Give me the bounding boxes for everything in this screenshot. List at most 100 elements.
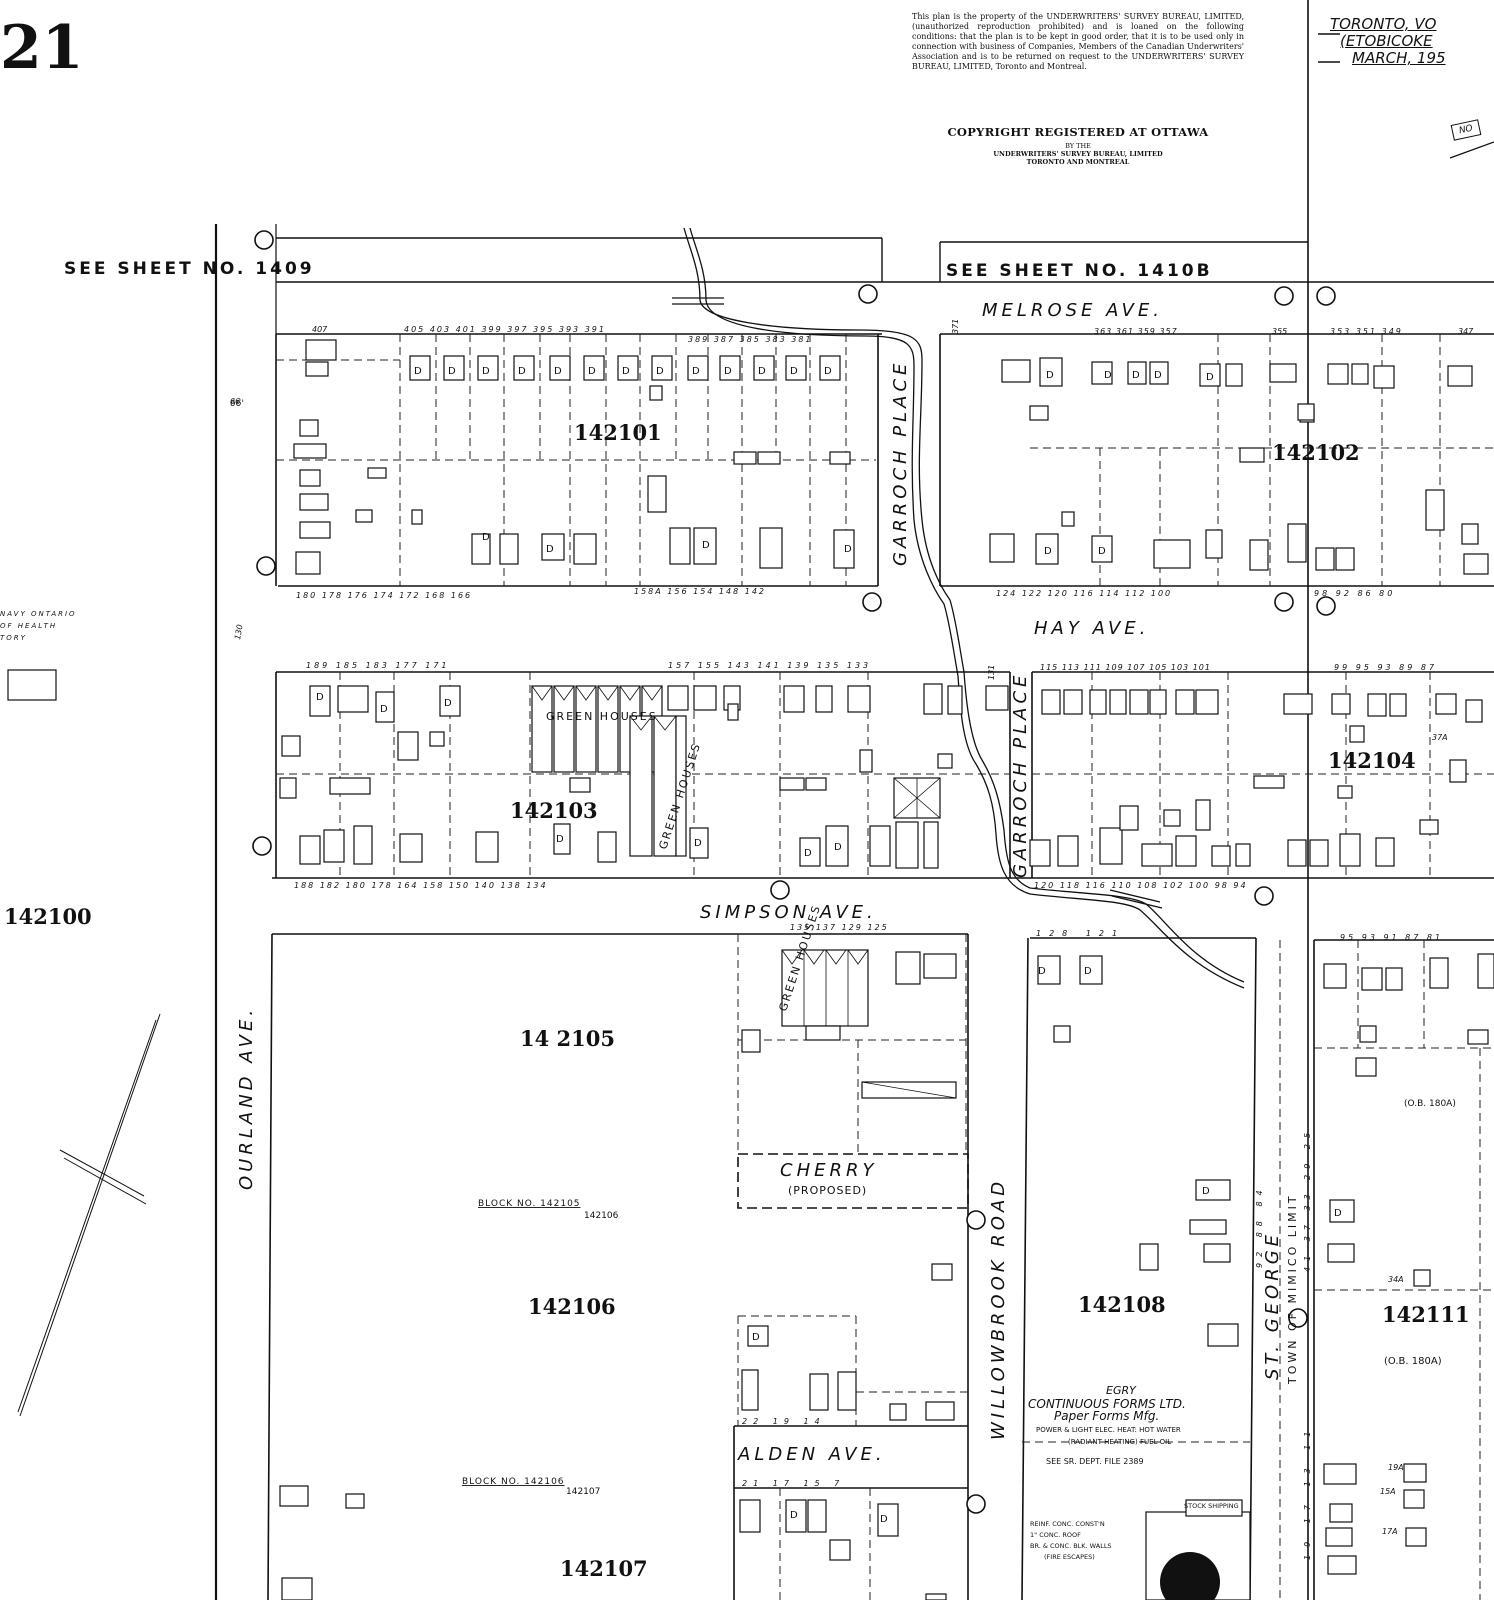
svg-text:95 93 91 87 81: 95 93 91 87 81 [1340, 933, 1443, 942]
ob-label-1: (O.B. 180A) [1404, 1099, 1456, 1109]
svg-text:131: 131 [987, 665, 996, 680]
svg-text:D: D [444, 698, 452, 709]
svg-text:188 182 180 178 164 158 150 14: 188 182 180 178 164 158 150 140 138 134 [294, 881, 548, 890]
map-frame [214, 0, 1494, 1600]
svg-text:D: D [752, 1332, 760, 1343]
svg-text:157 155 143 141 139 135 133: 157 155 143 141 139 135 133 [668, 661, 871, 670]
block-142102: 142102 [1272, 440, 1360, 465]
svg-text:D: D [1202, 1186, 1210, 1197]
copyright-city: TORONTO AND MONTREAL [1026, 158, 1130, 166]
svg-text:D: D [1154, 370, 1162, 381]
svg-text:180 178 176 174 172 168 166: 180 178 176 174 172 168 166 [296, 591, 472, 600]
svg-text:D: D [758, 366, 766, 377]
svg-text:D: D [1038, 966, 1046, 977]
survey-line [17, 1013, 161, 1417]
svg-text:D: D [844, 544, 852, 555]
svg-text:EGRY: EGRY [1106, 1384, 1137, 1397]
svg-text:BR. & CONC. BLK. WALLS: BR. & CONC. BLK. WALLS [1030, 1542, 1112, 1550]
svg-text:D: D [1206, 372, 1214, 383]
svg-text:(FIRE ESCAPES): (FIRE ESCAPES) [1044, 1553, 1095, 1561]
svg-text:D: D [1104, 370, 1112, 381]
street-hay-ave: HAY AVE. [1034, 618, 1149, 639]
svg-text:19 17 13 11: 19 17 13 11 [1303, 1424, 1312, 1560]
svg-text:41 37 33 29 25: 41 37 33 29 25 [1303, 1127, 1312, 1272]
block-note-a-bottom: 142106 [584, 1211, 619, 1221]
svg-text:REINF. CONC. CONST'N: REINF. CONC. CONST'N [1030, 1520, 1105, 1528]
svg-text:D: D [554, 366, 562, 377]
block-142107: 142107 [560, 1556, 648, 1581]
factory-description: EGRY CONTINUOUS FORMS LTD. Paper Forms M… [1028, 1384, 1239, 1561]
svg-text:D: D [804, 848, 812, 859]
svg-text:D: D [834, 842, 842, 853]
svg-text:355: 355 [1272, 327, 1287, 336]
svg-text:371: 371 [951, 319, 960, 334]
svg-text:189 185 183 177 171: 189 185 183 177 171 [306, 661, 450, 670]
street-alden-ave: ALDEN AVE. [737, 1444, 886, 1465]
factory-building: S [1160, 1552, 1220, 1600]
svg-text:363 361 359 357: 363 361 359 357 [1094, 327, 1178, 336]
street-willowbrook-road: WILLOWBROOK ROAD [988, 1178, 1009, 1440]
svg-text:Paper Forms Mfg.: Paper Forms Mfg. [1054, 1409, 1159, 1423]
svg-text:15A: 15A [1380, 1487, 1396, 1496]
title-line-1: TORONTO, VO [1330, 15, 1437, 33]
block-142101: 142101 [574, 420, 662, 445]
svg-text:158A 156 154 148 142: 158A 156 154 148 142 [634, 587, 766, 596]
svg-text:D: D [1084, 966, 1092, 977]
svg-text:D: D [880, 1514, 888, 1525]
block-note-b-top: BLOCK NO. 142106 [462, 1477, 565, 1487]
svg-text:D: D [448, 366, 456, 377]
svg-text:D: D [790, 1510, 798, 1521]
house-numbers: 407 405 403 401 399 397 395 393 391 389 … [230, 319, 1474, 1560]
hydrants [252, 230, 1336, 1514]
copyright-org: UNDERWRITERS' SURVEY BUREAU, LIMITED [993, 150, 1163, 158]
svg-text:130: 130 [233, 624, 245, 641]
svg-text:407: 407 [312, 325, 328, 334]
sheet-number: 21 [0, 13, 84, 83]
svg-text:D: D [724, 366, 732, 377]
ontario-label-3: TORY [0, 634, 27, 642]
building-footprints [7, 339, 1494, 1600]
block-142104: 142104 [1328, 748, 1416, 773]
title-line-3: MARCH, 195 [1352, 49, 1446, 67]
copyright-block: COPYRIGHT REGISTERED AT OTTAWA BY THE UN… [912, 125, 1244, 166]
street-simpson-ave: SIMPSON AVE. [700, 902, 877, 923]
svg-text:D: D [1098, 546, 1106, 557]
block-142100: 142100 [4, 904, 92, 929]
lot-lines [276, 334, 1494, 1600]
street-garroch-place-lower: GARROCH PLACE [1010, 672, 1031, 878]
greenhouses-label-1: GREEN HOUSES [546, 710, 658, 723]
svg-text:D: D [414, 366, 422, 377]
svg-text:D: D [316, 692, 324, 703]
svg-text:D: D [656, 366, 664, 377]
town-of-mimico-limit: TOWN OF MIMICO LIMIT [1286, 1193, 1299, 1385]
svg-text:124 122 120 116 114 112 100: 124 122 120 116 114 112 100 [996, 589, 1172, 598]
svg-text:D: D [790, 366, 798, 377]
svg-text:405 403 401 399 397 395 393 39: 405 403 401 399 397 395 393 391 [404, 325, 606, 334]
svg-text:D: D [482, 532, 490, 543]
svg-text:D: D [1334, 1208, 1342, 1219]
svg-text:D: D [518, 366, 526, 377]
svg-text:D: D [1044, 546, 1052, 557]
svg-text:D: D [824, 366, 832, 377]
svg-text:353 351 349: 353 351 349 [1330, 327, 1403, 336]
see-sheet-1409-label: SEE SHEET NO. 1409 [64, 259, 315, 279]
greenhouse-hatching [531, 685, 957, 1099]
svg-text:1" CONC. ROOF: 1" CONC. ROOF [1030, 1531, 1081, 1539]
ownership-notice: This plan is the property of the UNDERWR… [912, 12, 1244, 71]
svg-text:17A: 17A [1382, 1527, 1398, 1536]
street-ourland-ave: OURLAND AVE. [236, 1006, 257, 1190]
width-label-66: 66' [230, 399, 244, 409]
street-lines [267, 281, 1494, 1600]
svg-text:D: D [702, 540, 710, 551]
see-sheet-1410b-label: SEE SHEET NO. 1410B [946, 261, 1213, 281]
street-garroch-place-upper: GARROCH PLACE [890, 360, 911, 566]
svg-text:34A: 34A [1388, 1275, 1404, 1284]
street-st-george: ST. GEORGE [1262, 1231, 1283, 1380]
block-note-a-top: BLOCK NO. 142105 [478, 1199, 581, 1209]
svg-text:D: D [380, 704, 388, 715]
block-142108: 142108 [1078, 1292, 1166, 1317]
svg-text:D: D [622, 366, 630, 377]
block-note-b-bottom: 142107 [566, 1487, 600, 1497]
